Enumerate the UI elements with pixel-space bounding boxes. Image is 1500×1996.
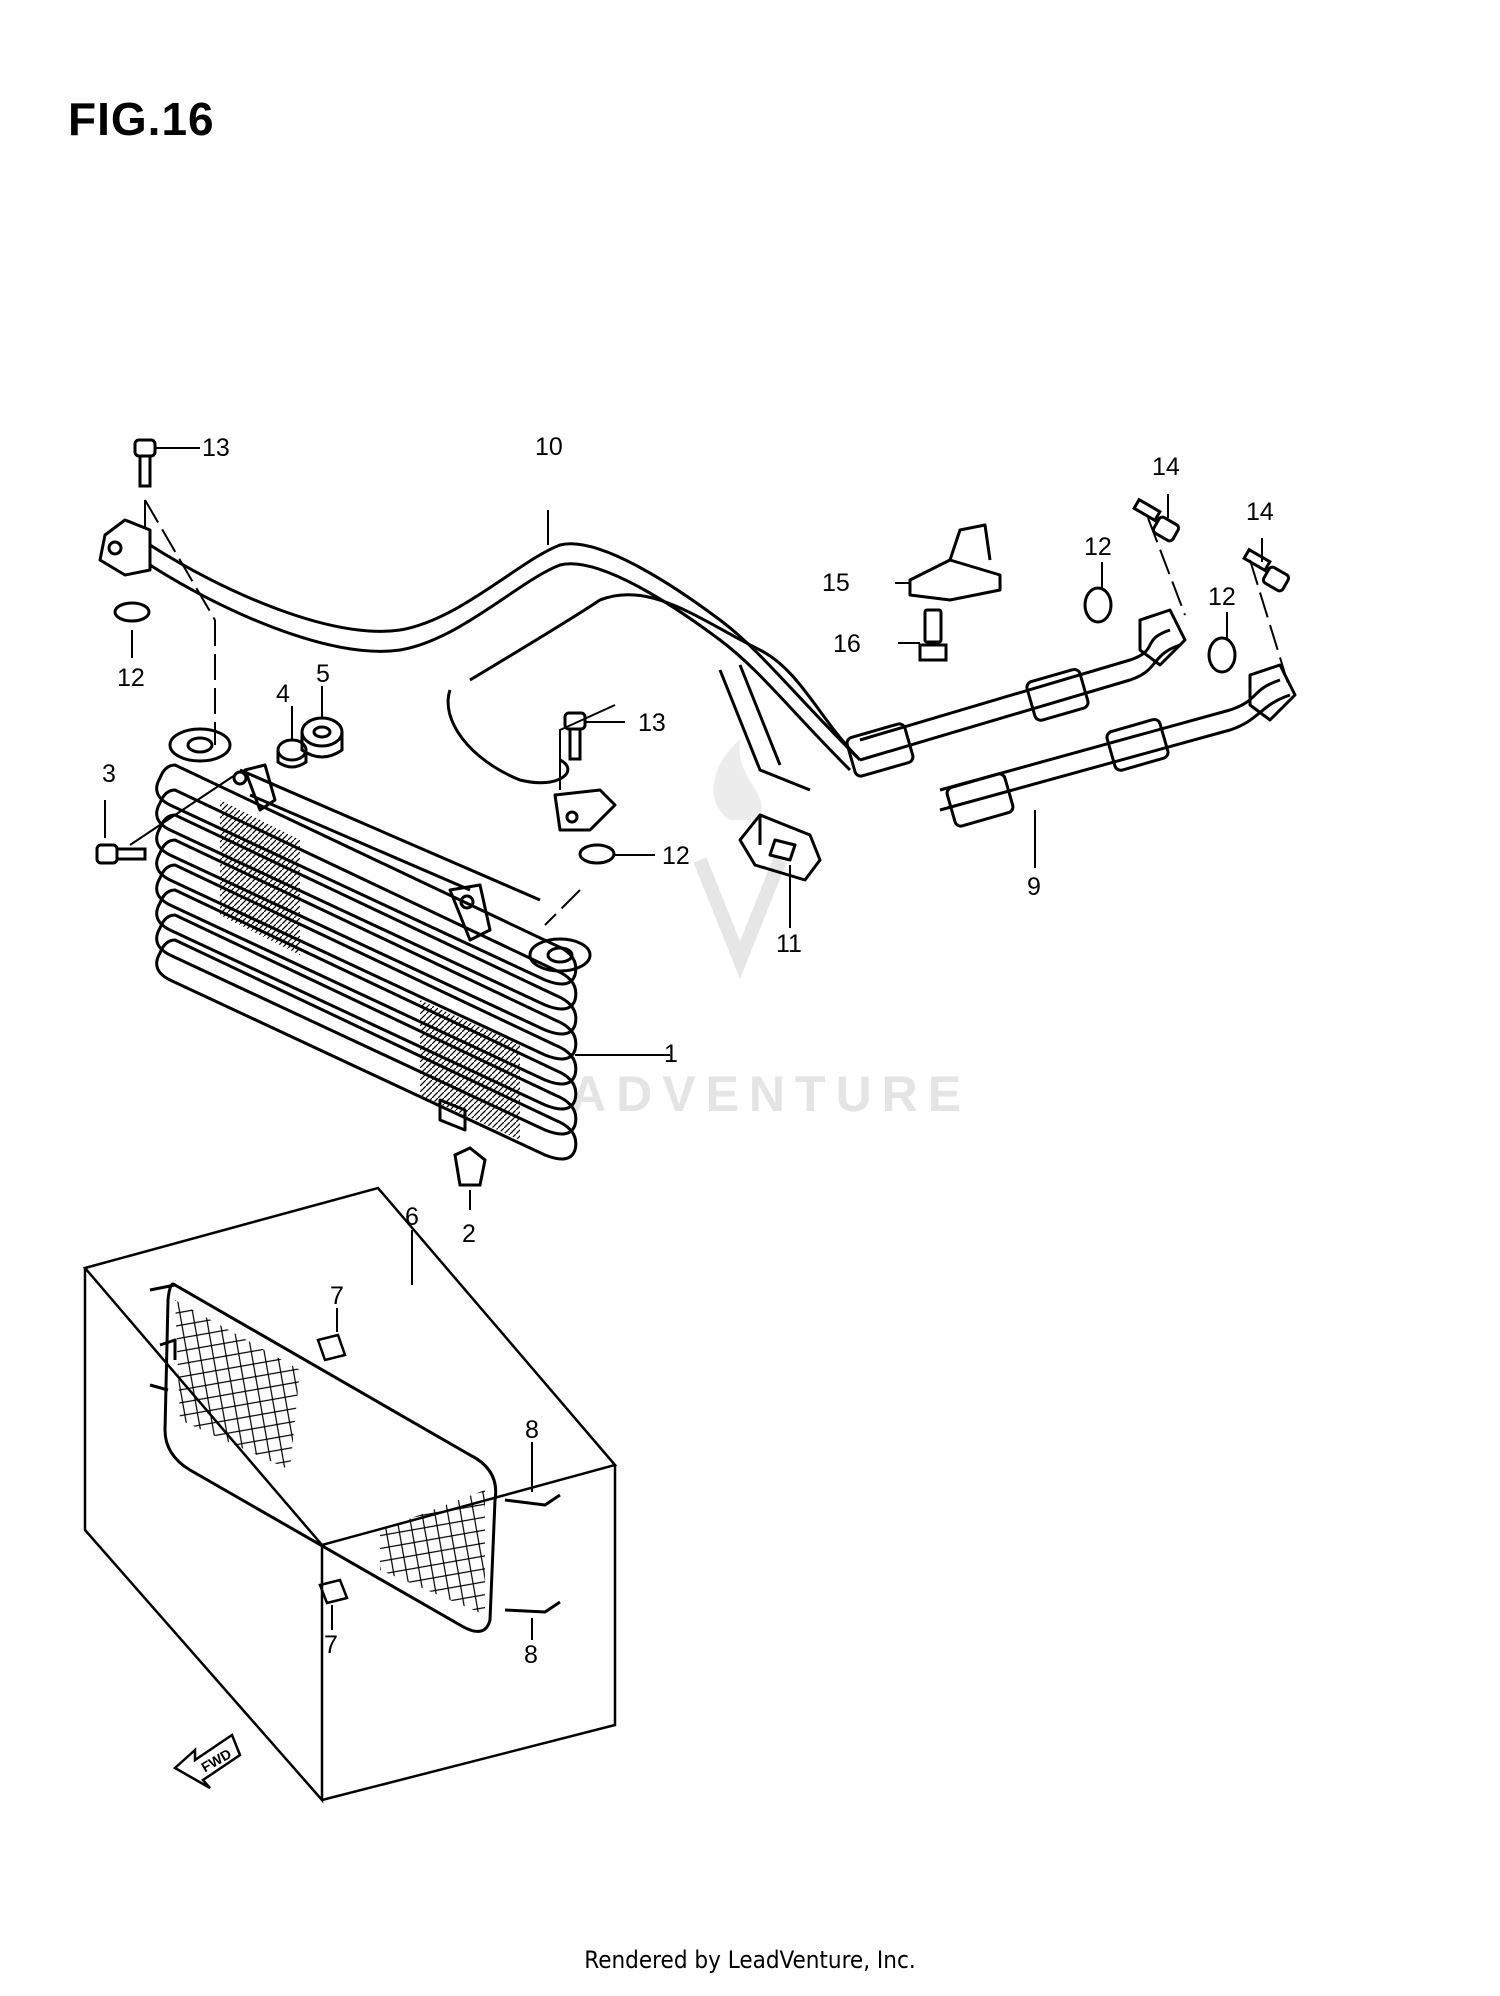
watermark-text: ADVENTURE — [570, 1066, 972, 1122]
clip-2 — [453, 1146, 487, 1187]
callout-11: 11 — [776, 930, 802, 958]
cushion-11 — [738, 813, 822, 882]
oil-hose-9 — [845, 608, 1297, 828]
callout-13a: 13 — [202, 434, 230, 462]
callout-1: 1 — [664, 1040, 678, 1068]
callout-4: 4 — [276, 680, 290, 708]
callout-2: 2 — [462, 1220, 476, 1248]
callout-5: 5 — [316, 660, 330, 688]
oil-cooler — [155, 727, 592, 1161]
grommet-5 — [300, 716, 344, 759]
footer-credit: Rendered by LeadVenture, Inc. — [584, 1946, 916, 1974]
callout-12d: 12 — [1208, 583, 1236, 611]
callout-7b: 7 — [324, 1631, 338, 1659]
callout-6: 6 — [405, 1203, 419, 1231]
callout-12c: 12 — [1084, 533, 1112, 561]
callout-8b: 8 — [524, 1641, 538, 1669]
clamp-15 — [908, 523, 1002, 602]
callout-14a: 14 — [1152, 453, 1180, 481]
callout-16: 16 — [833, 630, 861, 658]
callout-3: 3 — [102, 760, 116, 788]
oil-pipe-10 — [98, 518, 862, 832]
callouts: 1 2 3 4 5 6 7 7 8 8 9 10 11 12 12 12 12 … — [102, 433, 1274, 1669]
bolt-14-a — [1132, 497, 1181, 543]
clip-7 — [316, 1333, 349, 1605]
callout-12b: 12 — [662, 842, 690, 870]
callout-8a: 8 — [525, 1416, 539, 1444]
o-rings-12 — [113, 586, 1237, 865]
bolt-16 — [918, 608, 948, 662]
fwd-arrow: FWD — [172, 1733, 242, 1790]
callout-13b: 13 — [638, 709, 666, 737]
figure-title: FIG.16 — [68, 93, 215, 145]
callout-9: 9 — [1027, 873, 1041, 901]
callout-15: 15 — [822, 569, 850, 597]
leader-lines — [104, 447, 1291, 1640]
bolt-14-b — [1242, 547, 1291, 593]
callout-10: 10 — [535, 433, 563, 461]
bolt-13-top — [133, 438, 157, 488]
callout-14b: 14 — [1246, 498, 1274, 526]
callout-7a: 7 — [330, 1282, 344, 1310]
cover-6 — [149, 1282, 561, 1633]
watermark-logo — [693, 740, 787, 979]
cover-set-box — [82, 1186, 618, 1804]
bolt-3 — [95, 843, 147, 865]
callout-12a: 12 — [117, 664, 145, 692]
